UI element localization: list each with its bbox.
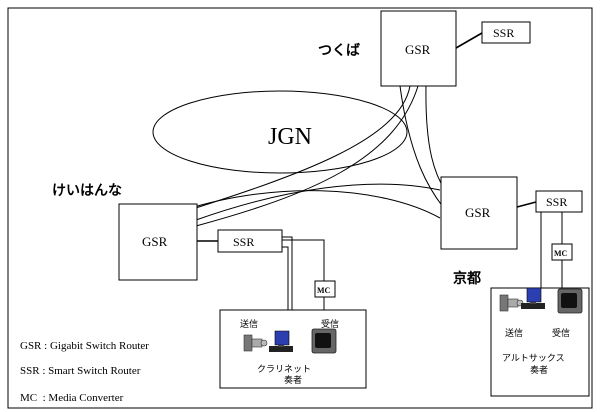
gsr-kyoto-label: GSR bbox=[465, 205, 491, 220]
site-kyoto-label: 京都 bbox=[453, 270, 481, 287]
ssr-kyoto-label: SSR bbox=[546, 195, 567, 209]
link-tsukuba-keihanna-2 bbox=[195, 85, 419, 227]
legend-ssr: SSR : Smart Switch Router bbox=[20, 365, 141, 377]
ssr-keihanna-label: SSR bbox=[233, 235, 254, 249]
keihanna-send-label: 送信 bbox=[240, 318, 258, 330]
kyoto-performer-line2: 奏者 bbox=[530, 364, 548, 376]
computer-icon bbox=[521, 287, 545, 309]
link-ssr-mcbox-keihanna bbox=[282, 239, 325, 281]
link-tsukuba-kyoto-1 bbox=[399, 85, 444, 208]
ssr-keihanna bbox=[217, 229, 283, 253]
kyoto-performer-line1: アルトサックス bbox=[502, 353, 565, 364]
keihanna-performer-line1: クラリネット bbox=[257, 364, 311, 375]
monitor-icon bbox=[557, 288, 583, 314]
site-keihanna-label: けいはんな bbox=[52, 183, 122, 199]
link-ssr-send-keihanna bbox=[282, 236, 293, 318]
computer-icon bbox=[269, 330, 293, 352]
keihanna-performer-line2: 奏者 bbox=[284, 374, 302, 386]
site-tsukuba-label: つくば bbox=[318, 43, 360, 59]
kyoto-recv-label: 受信 bbox=[552, 327, 570, 339]
link-tsukuba-keihanna-1 bbox=[179, 85, 411, 214]
gsr-keihanna-label: GSR bbox=[142, 234, 168, 249]
kyoto-send-label: 送信 bbox=[505, 327, 523, 339]
legend-gsr: GSR : Gigabit Switch Router bbox=[20, 340, 149, 352]
ssr-tsukuba bbox=[481, 21, 531, 44]
gsr-tsukuba-label: GSR bbox=[405, 42, 431, 57]
jgn-label: JGN bbox=[268, 124, 312, 150]
ssr-kyoto bbox=[535, 190, 583, 213]
legend-mc: MC : Media Converter bbox=[20, 392, 124, 404]
mc-kyoto-label: MC bbox=[554, 249, 568, 258]
ssr-tsukuba-label: SSR bbox=[493, 26, 514, 40]
mc-kyoto bbox=[551, 243, 573, 261]
gsr-keihanna bbox=[118, 203, 198, 281]
camera-icon bbox=[243, 334, 268, 352]
gsr-tsukuba bbox=[380, 10, 457, 87]
mc-keihanna-label: MC bbox=[317, 286, 331, 295]
link-keihanna-kyoto-2 bbox=[174, 190, 441, 219]
jgn-cloud bbox=[152, 90, 408, 174]
gsr-kyoto bbox=[440, 176, 518, 250]
link-gsr-ssr-kyoto bbox=[516, 201, 537, 208]
keihanna-recv-label: 受信 bbox=[321, 318, 339, 330]
monitor-icon bbox=[311, 328, 337, 354]
link-gsr-ssr-tsukuba bbox=[455, 32, 483, 49]
camera-icon bbox=[499, 294, 524, 312]
mc-keihanna bbox=[314, 280, 336, 298]
link-keihanna-kyoto-1 bbox=[195, 183, 441, 221]
link-ssr-mc-keihanna bbox=[282, 246, 289, 318]
legend: GSR : Gigabit Switch Router SSR : Smart … bbox=[20, 340, 149, 404]
